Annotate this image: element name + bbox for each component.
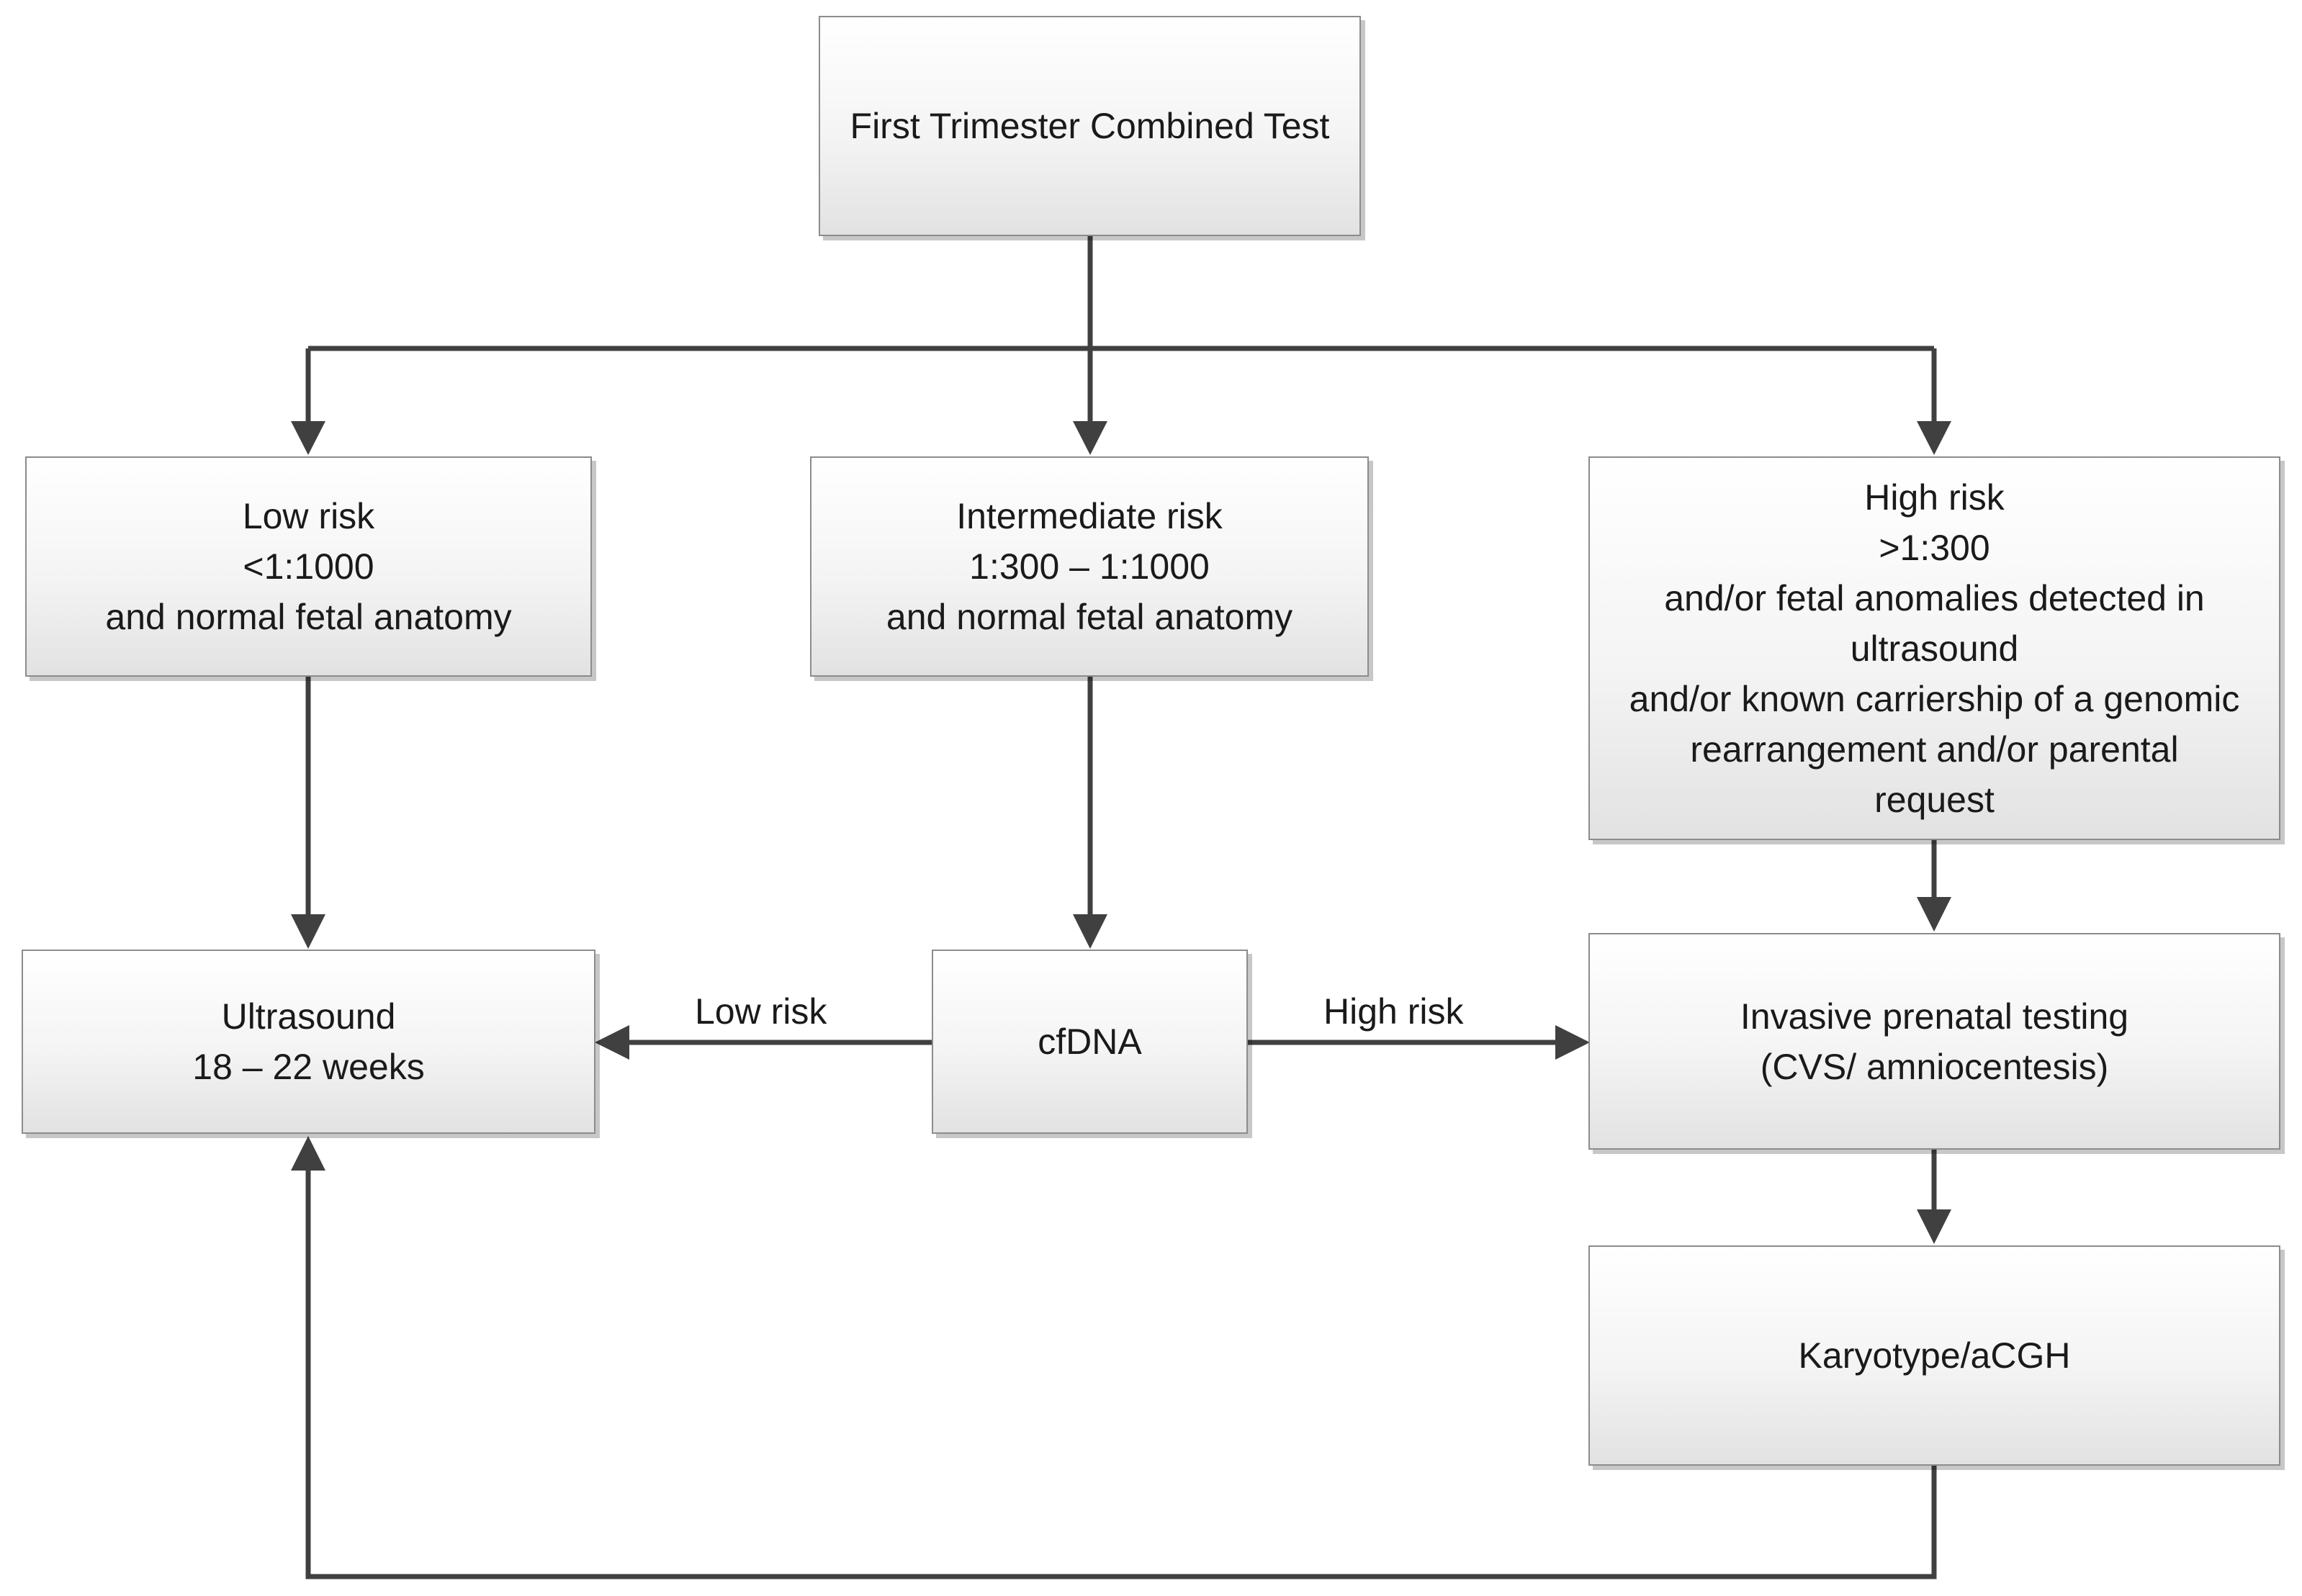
edge-label-high-risk: High risk bbox=[1323, 991, 1464, 1032]
edge-label-low-risk: Low risk bbox=[695, 991, 827, 1032]
node-text: (CVS/ amniocentesis) bbox=[1760, 1046, 2109, 1087]
node-text: and normal fetal anatomy bbox=[886, 597, 1293, 637]
node-text: Invasive prenatal testing bbox=[1740, 996, 2129, 1037]
arrowhead-karyotype-top bbox=[1917, 1209, 1951, 1244]
node-text: >1:300 bbox=[1879, 527, 1990, 568]
node-ultrasound: Ultrasound 18 – 22 weeks bbox=[22, 950, 595, 1134]
node-text: and normal fetal anatomy bbox=[105, 597, 512, 637]
node-text: 18 – 22 weeks bbox=[192, 1047, 425, 1087]
node-text: First Trimester Combined Test bbox=[850, 106, 1330, 146]
node-text: rearrangement and/or parental bbox=[1690, 729, 2179, 770]
node-text: and/or known carriership of a genomic bbox=[1629, 678, 2240, 719]
node-cfdna: cfDNA bbox=[932, 950, 1248, 1134]
node-low-risk: Low risk <1:1000 and normal fetal anatom… bbox=[25, 456, 592, 677]
arrowhead-ultrasound-right bbox=[595, 1025, 629, 1060]
node-text: and/or fetal anomalies detected in bbox=[1664, 577, 2205, 618]
arrowhead-low-risk bbox=[291, 421, 325, 455]
arrowhead-invasive-top bbox=[1917, 897, 1951, 932]
node-text: Karyotype/aCGH bbox=[1798, 1335, 2071, 1376]
node-invasive-prenatal-testing: Invasive prenatal testing (CVS/ amniocen… bbox=[1588, 933, 2280, 1150]
node-text: Intermediate risk bbox=[956, 496, 1223, 536]
arrowhead-intermediate-risk bbox=[1073, 421, 1107, 455]
node-text: Ultrasound bbox=[221, 996, 396, 1037]
node-text: High risk bbox=[1864, 477, 2005, 518]
node-text: 1:300 – 1:1000 bbox=[969, 546, 1210, 587]
arrow-karyotype-to-ultrasound bbox=[305, 1171, 1937, 1579]
node-intermediate-risk: Intermediate risk 1:300 – 1:1000 and nor… bbox=[810, 456, 1369, 677]
node-karyotype-acgh: Karyotype/aCGH bbox=[1588, 1245, 2280, 1466]
arrowhead-ultrasound-top bbox=[291, 914, 325, 949]
arrowhead-invasive-left bbox=[1555, 1025, 1590, 1060]
node-first-trimester-combined-test: First Trimester Combined Test bbox=[819, 16, 1361, 236]
node-text: ultrasound bbox=[1850, 628, 2019, 669]
arrowhead-ultrasound-bottom bbox=[291, 1136, 325, 1171]
node-text: Low risk bbox=[242, 496, 375, 536]
node-text: cfDNA bbox=[1038, 1022, 1142, 1062]
arrowhead-cfdna-top bbox=[1073, 914, 1107, 949]
node-text: <1:1000 bbox=[243, 546, 374, 587]
node-text: request bbox=[1874, 779, 1995, 820]
node-high-risk: High risk >1:300 and/or fetal anomalies … bbox=[1588, 456, 2280, 840]
arrowhead-high-risk bbox=[1917, 421, 1951, 455]
